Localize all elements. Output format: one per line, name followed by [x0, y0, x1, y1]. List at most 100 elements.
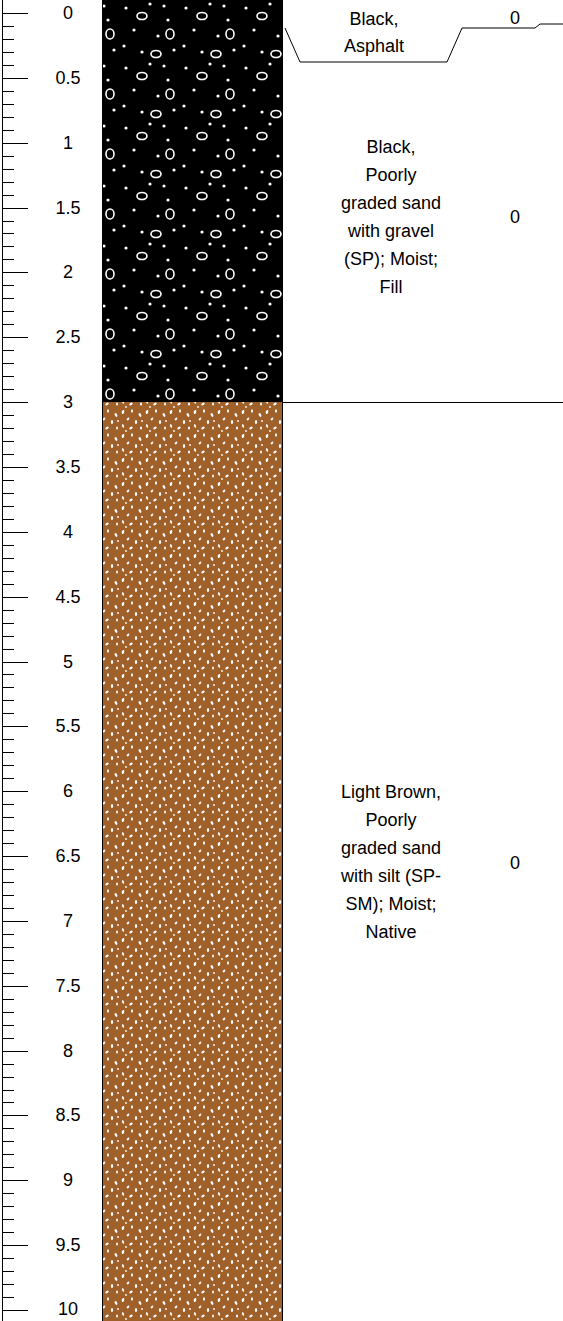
ruler-tick [2, 1141, 14, 1142]
ruler-tick [2, 791, 28, 792]
ruler-tick [2, 597, 28, 598]
ruler-tick [2, 713, 14, 714]
ruler-tick [2, 65, 14, 66]
layer-description: Light Brown, Poorly graded sand with sil… [339, 778, 443, 946]
ruler-tick [2, 584, 14, 585]
ruler-tick [2, 493, 14, 494]
ruler-tick [2, 259, 14, 260]
ruler-tick [2, 1064, 14, 1065]
ruler-tick [2, 636, 14, 637]
ruler-tick [2, 700, 14, 701]
ruler-tick [2, 441, 14, 442]
ruler-tick [2, 1193, 14, 1194]
ruler-tick [2, 571, 14, 572]
ruler-tick [2, 1297, 14, 1298]
ruler-tick [2, 156, 14, 157]
ruler-tick [2, 480, 14, 481]
depth-label: 6 [63, 781, 73, 801]
reading-value: 0 [510, 5, 520, 32]
depth-label: 4.5 [55, 587, 80, 607]
ruler-tick [2, 610, 14, 611]
ruler-tick [2, 1180, 28, 1181]
ruler-tick [2, 752, 14, 753]
ruler-tick [2, 1245, 28, 1246]
ruler-tick [2, 519, 14, 520]
ruler-tick [2, 91, 14, 92]
ruler-tick [2, 324, 14, 325]
ruler-tick [2, 298, 14, 299]
ruler-tick [2, 765, 14, 766]
ruler-tick [2, 558, 14, 559]
depth-label: 5.5 [55, 716, 80, 736]
ruler-tick [2, 960, 14, 961]
ruler-tick [2, 934, 14, 935]
ruler-tick [2, 117, 14, 118]
depth-label: 8 [63, 1041, 73, 1061]
ruler-tick [2, 376, 14, 377]
ruler-tick [2, 415, 14, 416]
ruler-tick [2, 1038, 14, 1039]
ruler-tick [2, 143, 28, 144]
ruler-tick [2, 1284, 14, 1285]
ruler-tick [2, 1167, 14, 1168]
ruler-tick [2, 208, 28, 209]
ruler-tick [2, 895, 14, 896]
depth-label: 1.5 [55, 198, 80, 218]
ruler-tick [2, 1025, 14, 1026]
ruler-tick [2, 1090, 14, 1091]
depth-label: 0 [63, 3, 73, 23]
ruler-tick [2, 674, 14, 675]
ruler-tick [2, 1102, 14, 1103]
depth-label: 2.5 [55, 327, 80, 347]
ruler-tick [2, 986, 28, 987]
ruler-tick [2, 908, 14, 909]
ruler-tick [2, 1232, 14, 1233]
ruler-tick [2, 830, 14, 831]
ruler-tick [2, 869, 14, 870]
ruler-tick [2, 39, 14, 40]
ruler-tick [2, 221, 14, 222]
ruler-tick [2, 778, 14, 779]
ruler-tick [2, 311, 14, 312]
depth-label: 4 [63, 522, 73, 542]
ruler-tick [2, 13, 28, 14]
ruler-tick [2, 363, 14, 364]
asphalt-bracket [285, 24, 563, 62]
native-layer [102, 402, 283, 1321]
ruler-tick [2, 1128, 14, 1129]
depth-label: 7 [63, 911, 73, 931]
ruler-tick [2, 1154, 14, 1155]
ruler-tick [2, 1012, 14, 1013]
depth-label: 10 [58, 1299, 78, 1319]
ruler-tick [2, 402, 28, 403]
depth-label: 2 [63, 262, 73, 282]
ruler-tick [2, 1310, 28, 1311]
ruler-tick [2, 999, 14, 1000]
reading-value: 0 [510, 850, 520, 877]
ruler-tick [2, 350, 14, 351]
ruler-tick [2, 726, 28, 727]
ruler-tick [2, 454, 14, 455]
layer-description: Black, Poorly graded sand with gravel (S… [339, 133, 443, 301]
ruler-tick [2, 78, 28, 79]
ruler-tick [2, 506, 14, 507]
column-edge [282, 0, 283, 1321]
depth-label: 3.5 [55, 457, 80, 477]
ruler-tick [2, 532, 28, 533]
depth-label: 0.5 [55, 68, 80, 88]
ruler-tick [2, 169, 14, 170]
depth-label: 8.5 [55, 1105, 80, 1125]
depth-label: 9 [63, 1170, 73, 1190]
ruler-tick [2, 26, 14, 27]
ruler-tick [2, 272, 28, 273]
ruler-tick [2, 623, 14, 624]
ruler-tick [2, 921, 28, 922]
reading-value: 0 [510, 204, 520, 231]
ruler-tick [2, 662, 28, 663]
ruler-tick [2, 882, 14, 883]
column-edge [102, 0, 103, 1321]
ruler-tick [2, 687, 14, 688]
ruler-tick [2, 843, 14, 844]
ruler-tick [2, 973, 14, 974]
